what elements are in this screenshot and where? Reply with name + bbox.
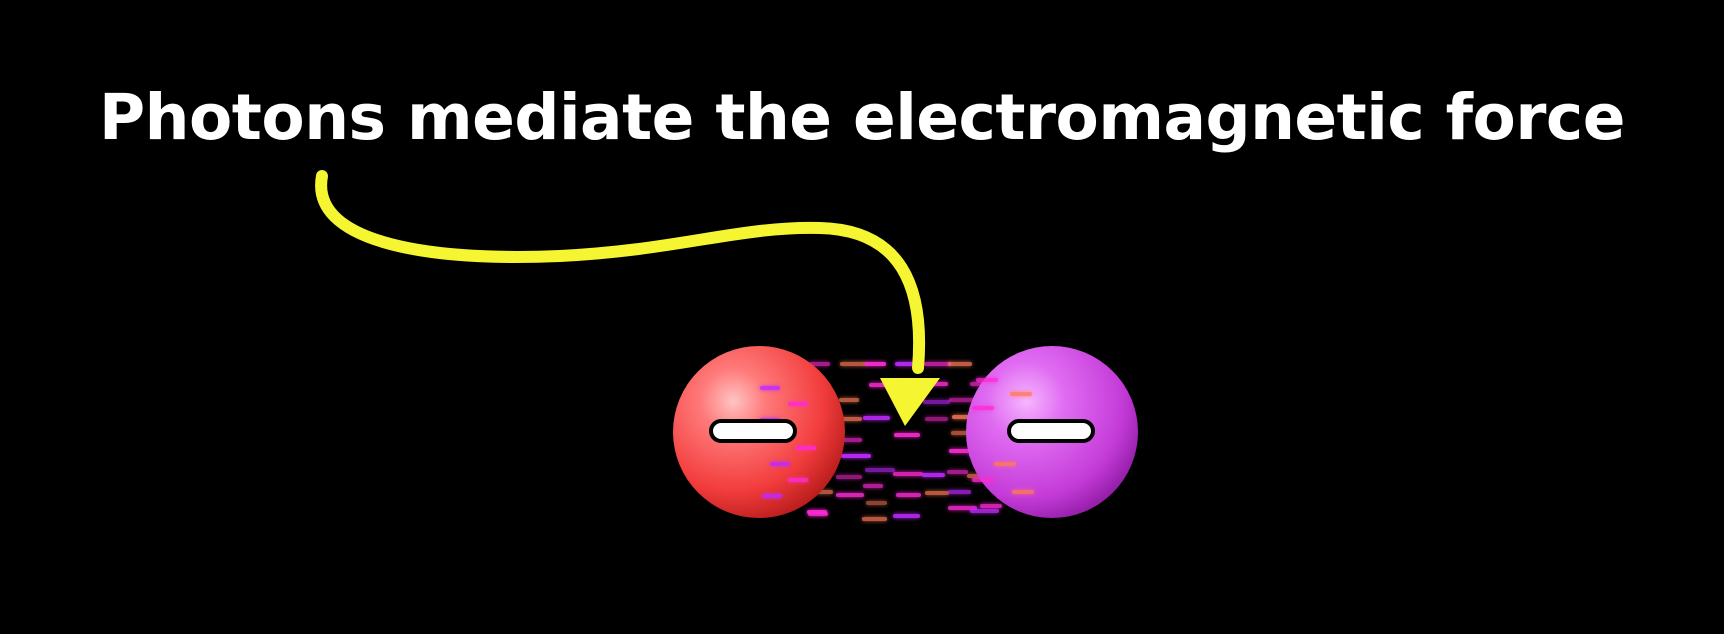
right-particle	[966, 346, 1138, 518]
photon-dash	[994, 462, 1016, 466]
photon-dash	[922, 473, 945, 477]
photon-dash	[948, 490, 971, 494]
caption-title: Photons mediate the electromagnetic forc…	[99, 81, 1625, 154]
left-particle	[673, 346, 845, 518]
photon-dash	[836, 475, 862, 479]
photon-dash	[808, 512, 828, 516]
photon-dash	[947, 470, 968, 474]
photon-dash	[893, 514, 920, 518]
photon-dash	[839, 398, 859, 402]
photon-dash	[839, 438, 862, 442]
photon-dash	[1010, 392, 1032, 396]
photon-dash	[923, 400, 950, 404]
photon-dash	[925, 491, 949, 495]
photon-dash	[865, 468, 895, 472]
photon-dash	[972, 406, 994, 410]
photon-dash	[896, 493, 921, 497]
photon-dash	[866, 501, 887, 505]
photon-dash	[980, 504, 1002, 508]
arrow-head-icon	[880, 378, 940, 426]
photon-dash	[894, 433, 920, 437]
right-minus-sign-icon	[1007, 419, 1095, 443]
photon-dash	[762, 494, 782, 498]
left-minus-sign-icon	[709, 419, 797, 443]
photon-dash	[788, 478, 808, 482]
photon-dash	[809, 362, 830, 366]
left-particle-photon-marks	[760, 386, 828, 516]
photon-dash	[893, 472, 923, 476]
photon-dash	[770, 462, 790, 466]
photon-dash	[840, 362, 867, 366]
photon-dash	[841, 454, 871, 458]
photon-dash	[796, 446, 816, 450]
photon-dash	[1012, 490, 1034, 494]
pointer-arrow	[315, 170, 940, 426]
right-particle-photon-marks	[972, 378, 1034, 508]
photon-dash	[836, 493, 864, 497]
photon-dash	[863, 416, 890, 420]
photon-dash	[924, 362, 951, 366]
photon-dash	[948, 506, 977, 510]
photon-dash	[970, 509, 999, 513]
photon-dash	[760, 386, 780, 390]
arrow-curve	[315, 170, 926, 374]
photon-dash	[976, 378, 998, 382]
photon-dash	[949, 398, 979, 402]
photon-dash	[865, 362, 886, 366]
photon-dash	[862, 517, 887, 521]
photon-dash	[925, 417, 948, 421]
photon-dash	[863, 484, 883, 488]
photon-dash	[788, 402, 808, 406]
photon-dash	[948, 362, 972, 366]
photon-dash	[972, 478, 994, 482]
